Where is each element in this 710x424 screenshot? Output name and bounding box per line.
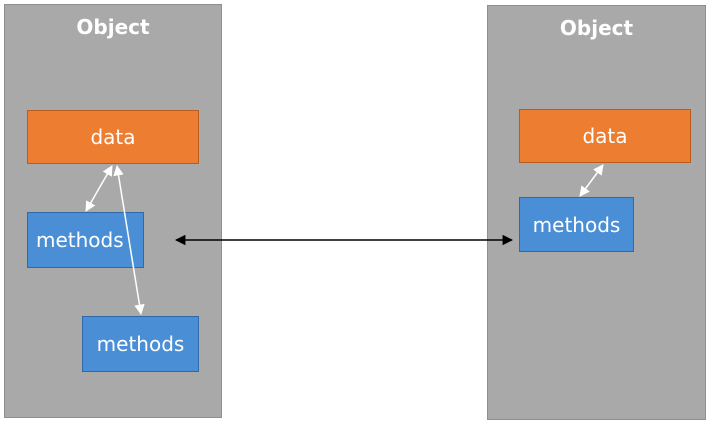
left-methods-box-1: methods: [27, 212, 144, 268]
right-methods-box: methods: [519, 197, 634, 252]
object-left-title: Object: [76, 15, 150, 39]
left-methods-box-2: methods: [82, 316, 199, 372]
right-data-box: data: [519, 109, 691, 163]
object-right-title: Object: [559, 16, 634, 40]
left-data-box: data: [27, 110, 199, 164]
